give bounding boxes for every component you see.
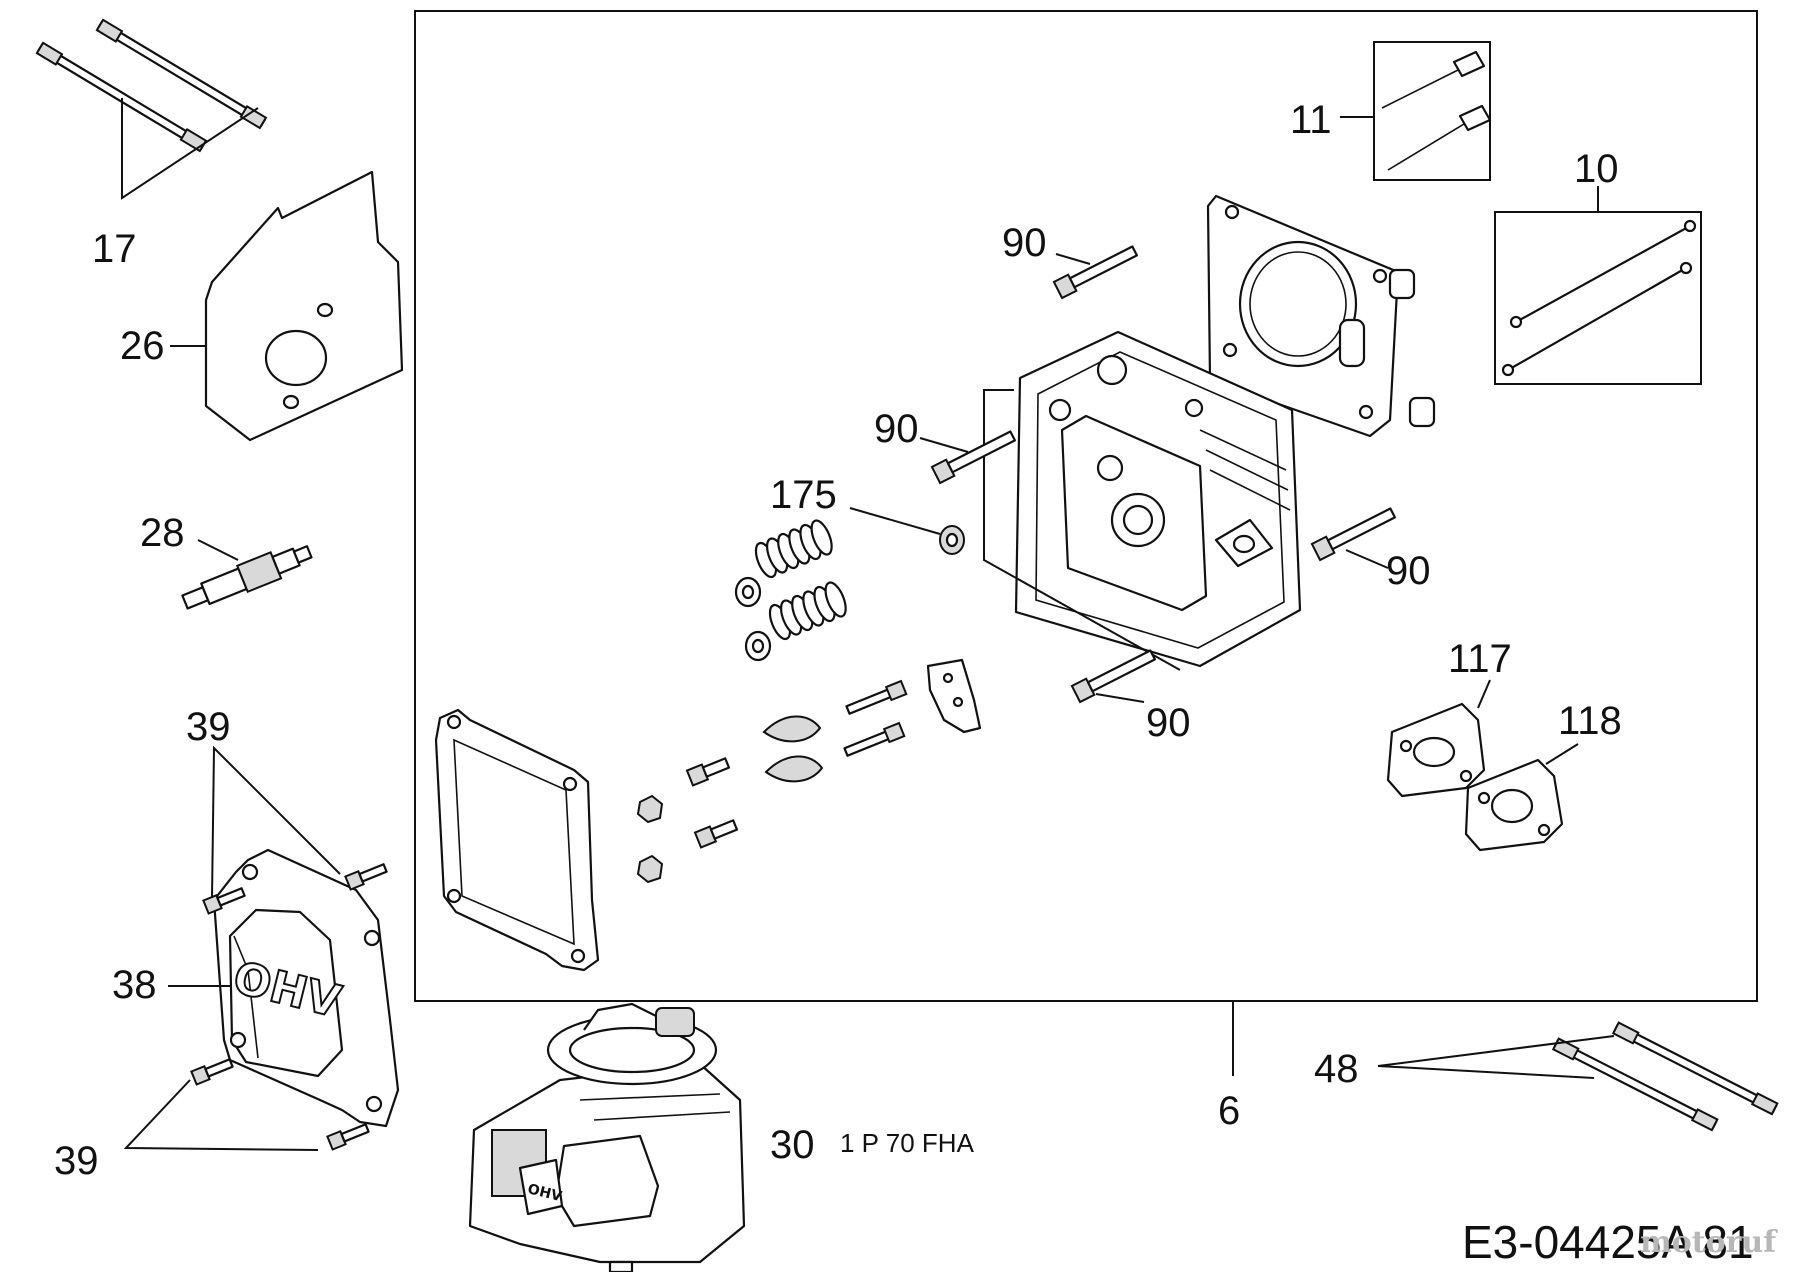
callout-175: 175 (770, 473, 837, 517)
part-118-gasket (1464, 743, 1579, 852)
callout-39-bottom: 39 (54, 1139, 99, 1183)
callout-28: 28 (140, 511, 185, 555)
part-48-studs (1377, 1021, 1779, 1132)
callout-90-c: 90 (1386, 549, 1431, 593)
callout-90-d: 90 (1146, 701, 1191, 745)
callout-30: 30 (770, 1123, 815, 1167)
part-11-valves (1340, 41, 1492, 181)
valve-train-components (636, 519, 982, 884)
callout-10: 10 (1574, 147, 1619, 191)
part-30-engine: OHV (468, 1002, 746, 1272)
part-39-bolts (123, 745, 388, 1151)
part-26-baffle-plate (170, 170, 404, 442)
head-gasket (1206, 194, 1400, 438)
callout-11: 11 (1290, 98, 1332, 142)
callout-26: 26 (120, 324, 165, 368)
cylinder-head-assembly-frame (414, 10, 1758, 1002)
callout-90-b: 90 (874, 407, 919, 451)
callout-118: 118 (1558, 699, 1622, 743)
part-175-seal (849, 507, 965, 555)
engine-model-label: 1 P 70 FHA (840, 1128, 975, 1158)
callout-48: 48 (1314, 1047, 1359, 1091)
cylinder-head (983, 330, 1302, 671)
callout-90-a: 90 (1002, 221, 1047, 265)
callout-39-top: 39 (186, 705, 231, 749)
part-28-spark-plug (181, 545, 313, 610)
callout-117: 117 (1448, 637, 1512, 681)
rocker-cover-gasket (434, 708, 600, 972)
callout-17: 17 (92, 227, 137, 271)
part-90-bolts (919, 245, 1396, 704)
callout-38: 38 (112, 963, 157, 1007)
part-17-studs (35, 18, 268, 200)
dowel-pins (1388, 268, 1436, 428)
callout-6: 6 (1218, 1089, 1240, 1133)
part-38-valve-cover: OHV (168, 848, 400, 1128)
part-117-gasket (1386, 679, 1491, 798)
watermark-logo: motoruf (1640, 1225, 1778, 1260)
part-10-push-rods (1494, 186, 1702, 385)
diagram-code: E3-04425A 81 (1462, 1216, 1754, 1268)
